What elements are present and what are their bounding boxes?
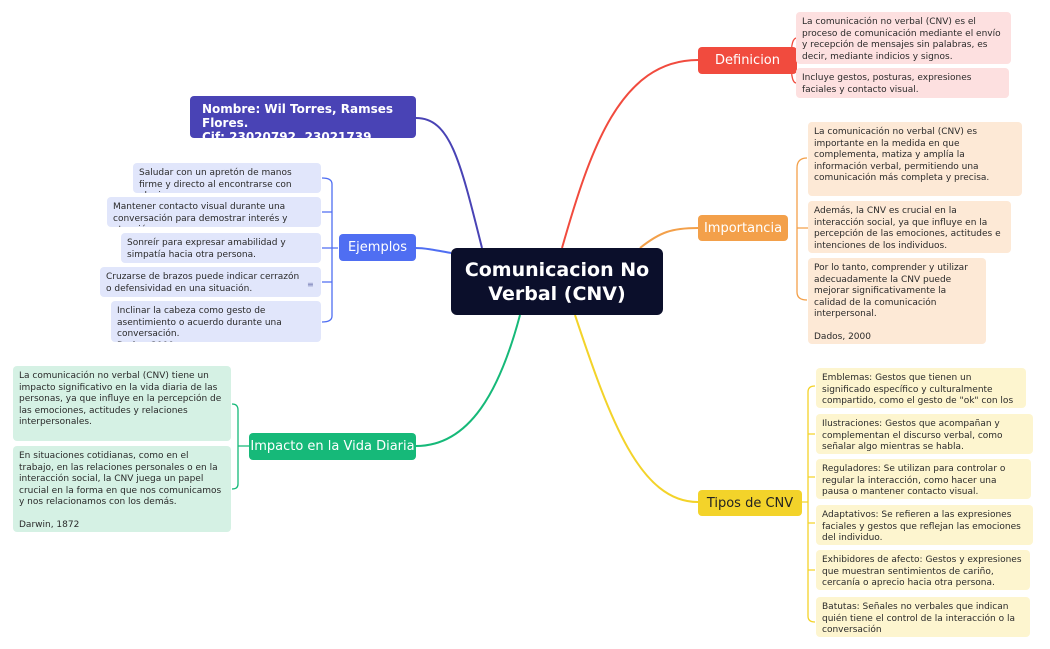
definicion-note-1[interactable]: La comunicación no verbal (CNV) es el pr…: [796, 12, 1011, 64]
tipos-note-emblemas[interactable]: Emblemas: Gestos que tienen un significa…: [816, 368, 1026, 408]
impacto-note-2[interactable]: En situaciones cotidianas, como en el tr…: [13, 446, 231, 532]
author-cif: Cif: 23020792, 23021739.: [202, 130, 377, 144]
tipos-note-adaptativos[interactable]: Adaptativos: Se refieren a las expresion…: [816, 505, 1033, 545]
author-names: Nombre: Wil Torres, Ramses Flores.: [202, 102, 394, 130]
ejemplos-note-4-text: Cruzarse de brazos puede indicar cerrazó…: [106, 272, 300, 294]
importancia-note-1[interactable]: La comunicación no verbal (CNV) es impor…: [808, 122, 1022, 196]
branch-definicion[interactable]: Definicion: [698, 47, 797, 74]
ejemplos-note-4[interactable]: Cruzarse de brazos puede indicar cerrazó…: [100, 267, 321, 297]
tipos-note-batutas[interactable]: Batutas: Señales no verbales que indican…: [816, 597, 1030, 637]
ejemplos-note-2[interactable]: Mantener contacto visual durante una con…: [107, 197, 321, 227]
branch-ejemplos[interactable]: Ejemplos: [339, 234, 416, 261]
definicion-note-2[interactable]: Incluye gestos, posturas, expresiones fa…: [796, 68, 1009, 98]
importancia-note-3[interactable]: Por lo tanto, comprender y utilizar adec…: [808, 258, 986, 344]
branch-tipos-cnv[interactable]: Tipos de CNV: [698, 490, 802, 516]
tipos-note-exhibidores[interactable]: Exhibidores de afecto: Gestos y expresio…: [816, 550, 1030, 590]
tipos-note-ilustraciones[interactable]: Ilustraciones: Gestos que acompañan y co…: [816, 414, 1033, 454]
branch-importancia[interactable]: Importancia: [698, 215, 788, 241]
impacto-note-1[interactable]: La comunicación no verbal (CNV) tiene un…: [13, 366, 231, 441]
ejemplos-note-1[interactable]: Saludar con un apretón de manos firme y …: [133, 163, 321, 193]
text-lines-icon: ≡: [307, 280, 314, 289]
tipos-note-reguladores[interactable]: Reguladores: Se utilizan para controlar …: [816, 459, 1031, 499]
branch-impacto-vida-diaria[interactable]: Impacto en la Vida Diaria: [249, 433, 416, 460]
importancia-note-2[interactable]: Además, la CNV es crucial en la interacc…: [808, 201, 1011, 253]
ejemplos-note-3[interactable]: Sonreír para expresar amabilidad y simpa…: [121, 233, 321, 263]
ejemplos-note-5[interactable]: Inclinar la cabeza como gesto de asentim…: [111, 301, 321, 342]
central-topic[interactable]: Comunicacion No Verbal (CNV): [451, 248, 663, 315]
author-info-node[interactable]: Nombre: Wil Torres, Ramses Flores. Cif: …: [190, 96, 416, 144]
